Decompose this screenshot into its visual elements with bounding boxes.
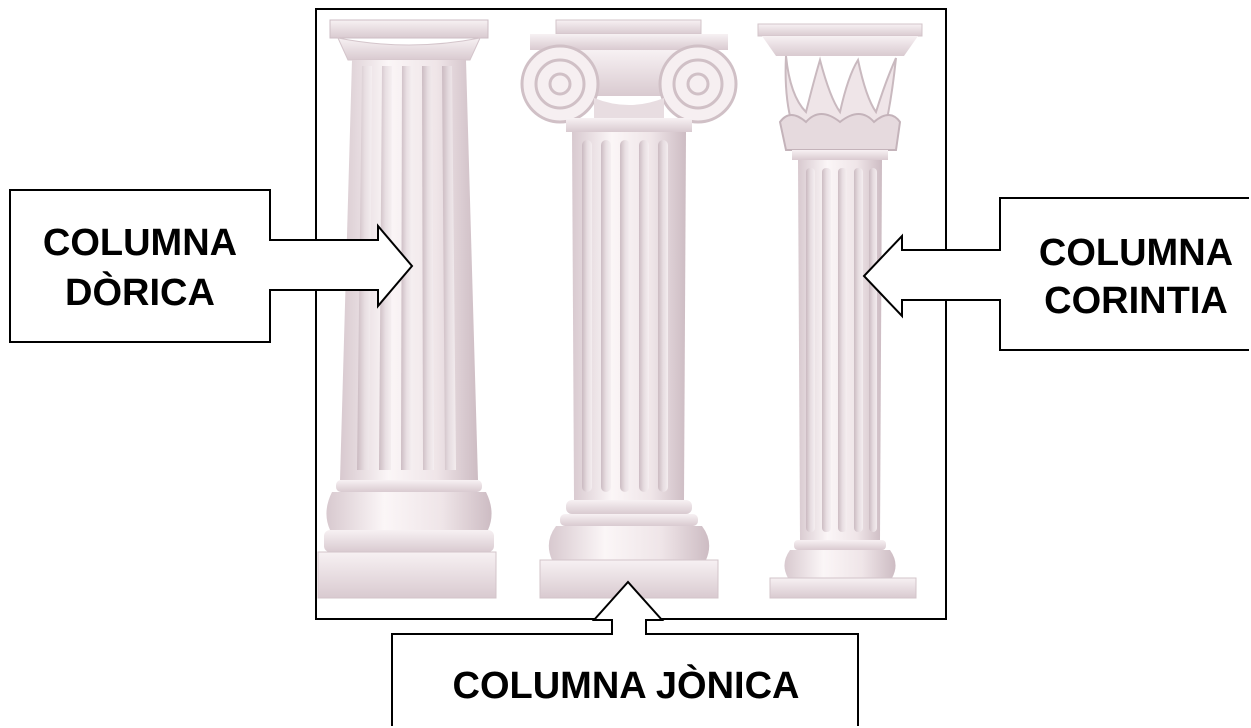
- doric-label-line1: COLUMNA: [43, 222, 237, 264]
- corinthian-label-line1: COLUMNA: [1039, 232, 1233, 274]
- doric-label-line2: DÒRICA: [65, 270, 215, 314]
- ionic-label: COLUMNA JÒNICA: [453, 663, 800, 707]
- corinthian-label-line2: CORINTIA: [1044, 280, 1228, 322]
